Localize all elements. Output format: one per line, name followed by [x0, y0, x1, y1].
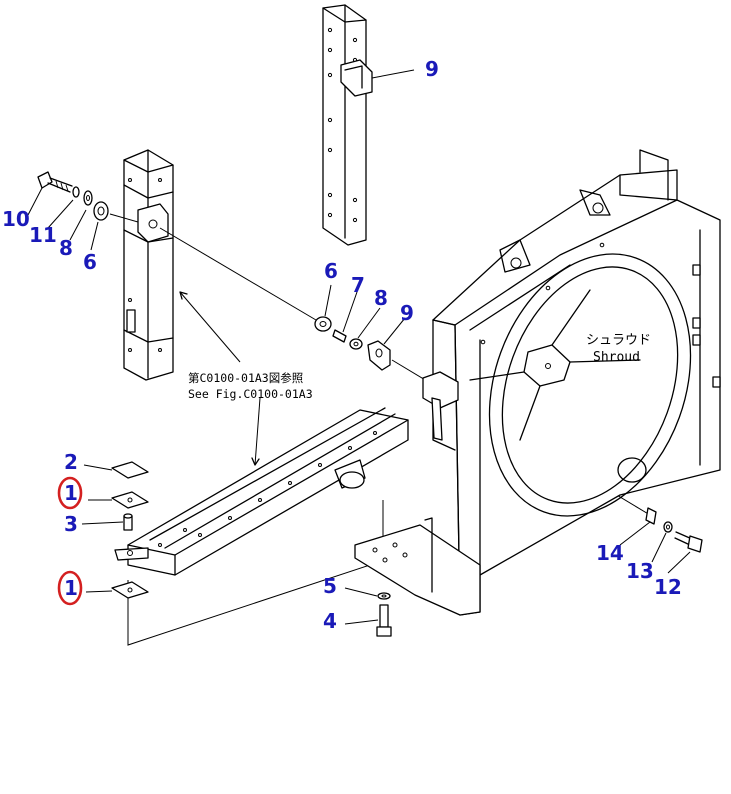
reference-note-jp: 第C0100-01A3図参照 — [188, 371, 303, 385]
callout-leaders — [27, 69, 691, 625]
callout-10: 10 — [2, 207, 30, 231]
right-fastener-group — [645, 507, 703, 553]
callout-3: 3 — [64, 512, 78, 536]
assembly-line — [159, 227, 317, 321]
callout-6-left: 6 — [83, 250, 97, 274]
callout-14: 14 — [596, 541, 624, 565]
shroud: シュラウド Shroud — [354, 149, 721, 616]
highlight-circle-upper — [57, 476, 83, 510]
callout-13: 13 — [626, 559, 654, 583]
callout-9-top: 9 — [425, 57, 439, 81]
callout-7: 7 — [351, 273, 365, 297]
left-fastener-group — [37, 171, 139, 223]
callout-9-mid: 9 — [400, 301, 414, 325]
bottom-frame — [114, 407, 409, 646]
callout-1-upper: 1 — [64, 481, 78, 505]
bolt-washer-4-5 — [376, 592, 392, 637]
shim-stack — [111, 461, 149, 599]
callout-4: 4 — [323, 609, 337, 633]
callout-8-left: 8 — [59, 236, 73, 260]
callout-8-mid: 8 — [374, 286, 388, 310]
callout-1-lower: 1 — [64, 576, 78, 600]
left-stay — [123, 149, 174, 381]
reference-leader — [179, 291, 241, 363]
callout-12: 12 — [654, 575, 682, 599]
upper-stay — [322, 4, 373, 246]
shroud-label-en: Shroud — [593, 350, 640, 365]
shroud-label-jp: シュラウド — [586, 333, 651, 348]
callout-6-mid: 6 — [324, 259, 338, 283]
middle-fastener-group — [314, 316, 391, 371]
callout-5: 5 — [323, 574, 337, 598]
reference-note-en: See Fig.C0100-01A3 — [188, 387, 313, 401]
highlight-circle-lower — [57, 570, 83, 606]
callout-2: 2 — [64, 450, 78, 474]
callout-11: 11 — [29, 223, 57, 247]
